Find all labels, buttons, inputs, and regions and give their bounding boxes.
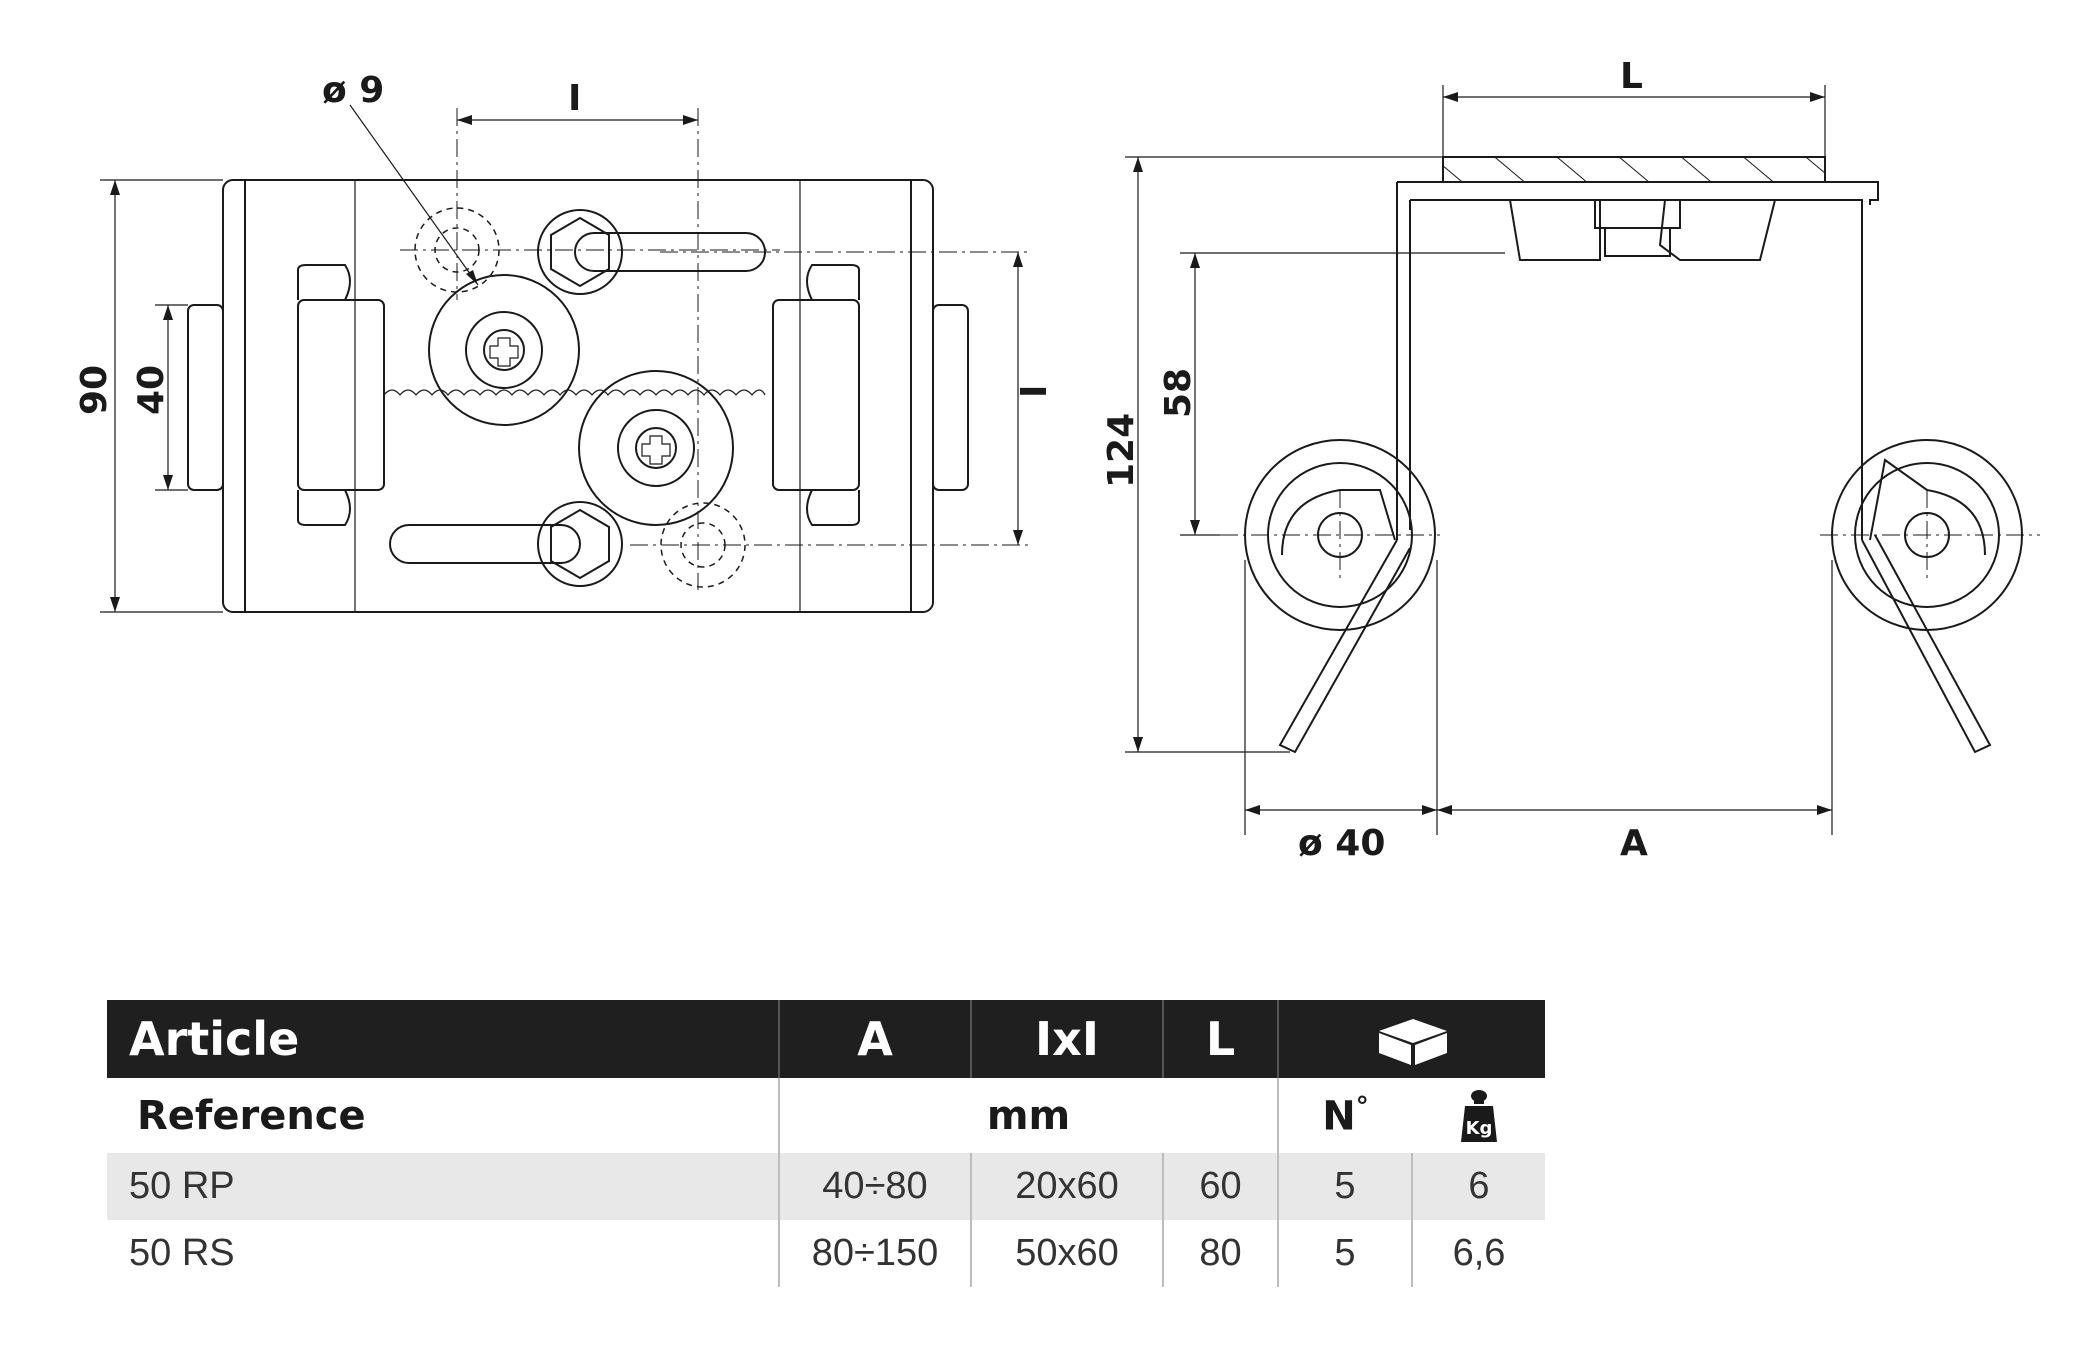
label-diameter-wheel: ø 40 [1298, 823, 1385, 864]
label-length-top: L [1620, 56, 1643, 97]
header-l: L [1162, 1000, 1278, 1078]
header-package [1277, 1000, 1545, 1078]
qty-label: N [1322, 1093, 1356, 1140]
cell-a: 40÷80 [778, 1153, 971, 1220]
cell-ixi: 20x60 [970, 1153, 1163, 1220]
cell-article: 50 RS [129, 1232, 235, 1274]
qty-mark: ° [1355, 1091, 1369, 1122]
subheader-qty: N° [1277, 1078, 1412, 1153]
header-article: Article [107, 1000, 779, 1078]
spec-table: Article A IxI L Reference mm N° Kg 50 RP… [107, 1000, 1545, 1287]
cell-kg: 6,6 [1411, 1220, 1545, 1287]
table-header-row: Article A IxI L [107, 1000, 1545, 1078]
table-row: 50 RP 40÷80 20x60 60 5 6 [107, 1153, 1545, 1220]
technical-drawing: ø 9 I I 90 40 L 124 58 ø 40 A [74, 56, 2040, 864]
label-interaxis-side: I [1014, 385, 1055, 398]
cell-l: 60 [1162, 1153, 1278, 1220]
cell-l: 80 [1162, 1220, 1278, 1287]
label-height-right: 124 [1101, 413, 1142, 488]
table-row: 50 RS 80÷150 50x60 80 5 6,6 [107, 1220, 1545, 1287]
cell-n: 5 [1277, 1153, 1412, 1220]
svg-text:Kg: Kg [1465, 1118, 1492, 1139]
side-view [1125, 85, 2040, 835]
label-width-a: A [1620, 823, 1648, 864]
subheader-weight: Kg [1412, 1078, 1545, 1153]
weight-icon: Kg [1460, 1089, 1497, 1142]
header-ixi: IxI [970, 1000, 1163, 1078]
cell-a: 80÷150 [778, 1220, 971, 1287]
label-height-total: 90 [74, 365, 115, 415]
cell-article: 50 RP [107, 1153, 779, 1220]
box-icon [1379, 1019, 1447, 1066]
label-height-inner: 40 [131, 365, 172, 415]
subheader-reference: Reference [137, 1092, 366, 1139]
cell-n: 5 [1277, 1220, 1412, 1287]
cell-ixi: 50x60 [970, 1220, 1163, 1287]
label-diameter-hole: ø 9 [322, 70, 384, 111]
label-interaxis-top: I [568, 78, 581, 119]
cell-kg: 6 [1411, 1153, 1545, 1220]
top-view [100, 104, 1030, 613]
header-a: A [778, 1000, 971, 1078]
label-height-roller: 58 [1158, 368, 1199, 418]
table-subheader-row: Reference mm N° Kg [107, 1078, 1545, 1153]
subheader-mm: mm [778, 1078, 1278, 1153]
